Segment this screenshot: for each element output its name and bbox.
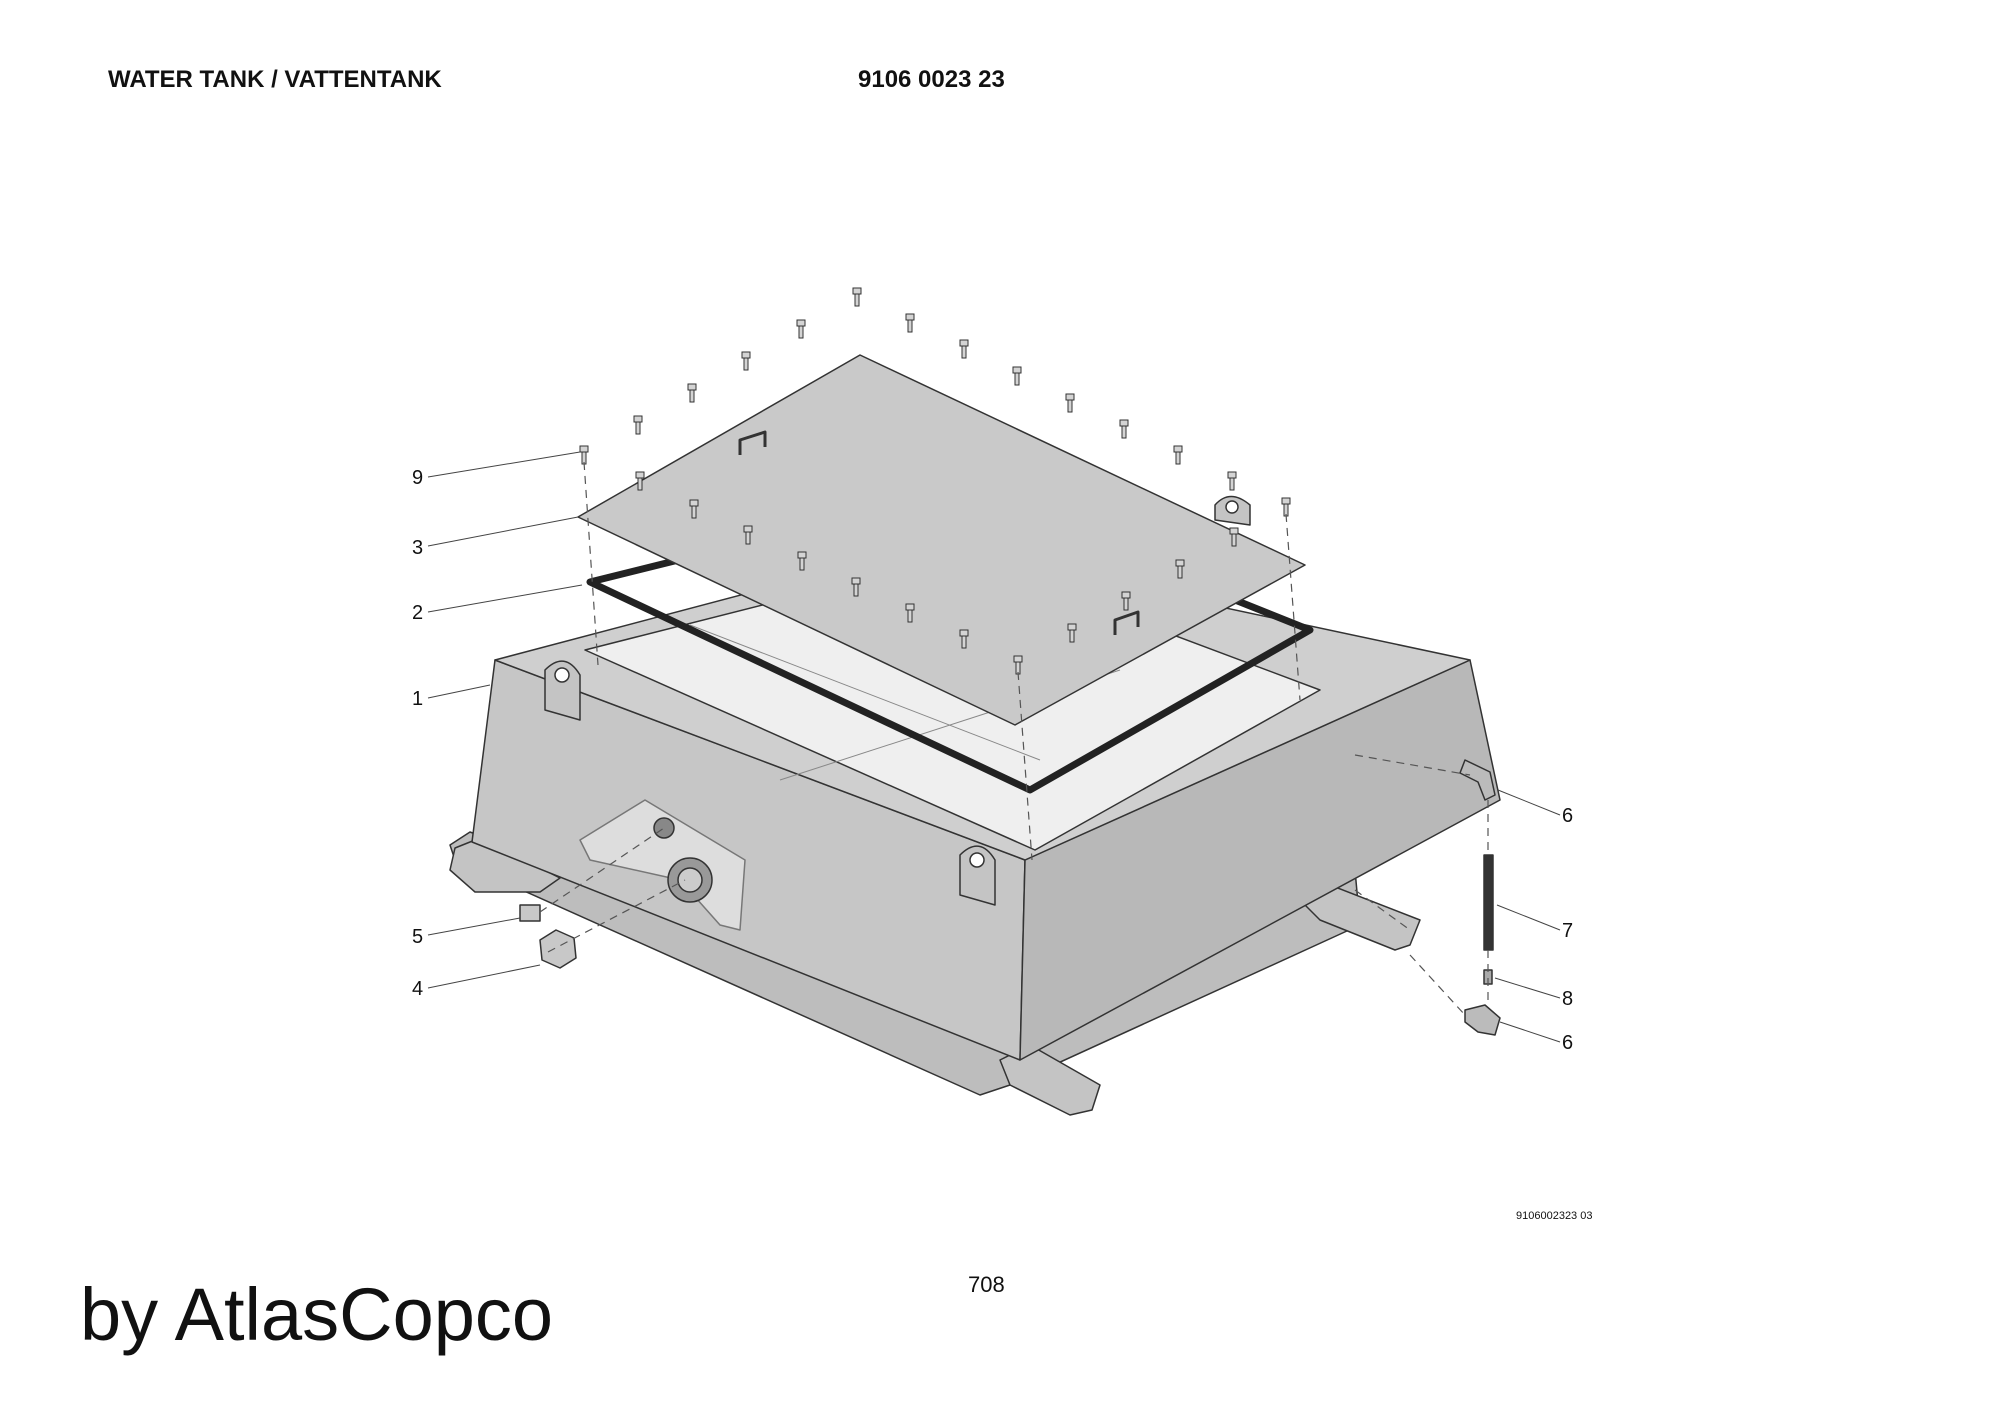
callout-5: 5 — [412, 926, 423, 948]
callout-6-top: 6 — [1562, 805, 1573, 827]
drain-port — [653, 817, 675, 839]
bolt-icon — [1173, 445, 1183, 465]
cover-handle — [1113, 610, 1140, 635]
callout-4: 4 — [412, 978, 423, 1000]
page-title: WATER TANK / VATTENTANK — [108, 66, 442, 93]
bolt-icon — [1227, 471, 1237, 491]
part-number: 9106 0023 23 — [858, 66, 1005, 93]
cover-plate — [577, 354, 1306, 726]
bolt-icon — [633, 415, 643, 435]
bolt-icon — [1121, 591, 1131, 611]
callout-9: 9 — [412, 467, 423, 489]
elbow-fitting-top — [1459, 759, 1496, 801]
page-number: 708 — [968, 1272, 1005, 1297]
cover-handle — [738, 430, 767, 455]
bolt-icon — [797, 551, 807, 571]
brand-watermark: by AtlasCopco — [80, 1273, 554, 1356]
callout-2: 2 — [412, 602, 423, 624]
bolt-icon — [1281, 497, 1291, 517]
bolt-icon — [1067, 623, 1077, 643]
drawing-number: 9106002323 03 — [1516, 1210, 1593, 1222]
bolt-icon — [905, 603, 915, 623]
leader-lines — [427, 451, 1561, 1043]
bolt-icon — [635, 471, 645, 491]
tank-divider-line — [689, 624, 1041, 761]
lug-hole — [554, 667, 570, 683]
lug-hole — [969, 852, 985, 868]
plug-hex — [539, 929, 577, 969]
callout-8: 8 — [1562, 988, 1573, 1010]
bolt-icon — [905, 313, 915, 333]
callout-3: 3 — [412, 537, 423, 559]
assembly-lines — [539, 461, 1489, 1016]
lifting-lug — [959, 845, 996, 906]
bolt-icon — [959, 629, 969, 649]
bolt-icon — [1119, 419, 1129, 439]
bolt-icon — [959, 339, 969, 359]
bolt-icon — [1175, 559, 1185, 579]
fill-port-inner — [677, 867, 703, 893]
screw-plug — [519, 904, 541, 922]
bolt-icon — [852, 287, 862, 307]
hose — [1483, 854, 1494, 951]
bolt-icon — [851, 577, 861, 597]
bolt-icon — [689, 499, 699, 519]
bolt-icon — [741, 351, 751, 371]
callout-1: 1 — [412, 688, 423, 710]
callout-6-bottom: 6 — [1562, 1032, 1573, 1054]
bolt-icon — [687, 383, 697, 403]
bolt-icon — [796, 319, 806, 339]
callout-7: 7 — [1562, 920, 1573, 942]
bolt-icon — [1012, 366, 1022, 386]
bolt-icon — [1065, 393, 1075, 413]
bolt-icon — [1229, 527, 1239, 547]
lifting-lug — [544, 660, 581, 721]
bolt-icon — [743, 525, 753, 545]
lug-hole — [1225, 500, 1239, 514]
elbow-fitting-bottom — [1464, 1004, 1501, 1036]
bolt-icon — [579, 445, 589, 465]
